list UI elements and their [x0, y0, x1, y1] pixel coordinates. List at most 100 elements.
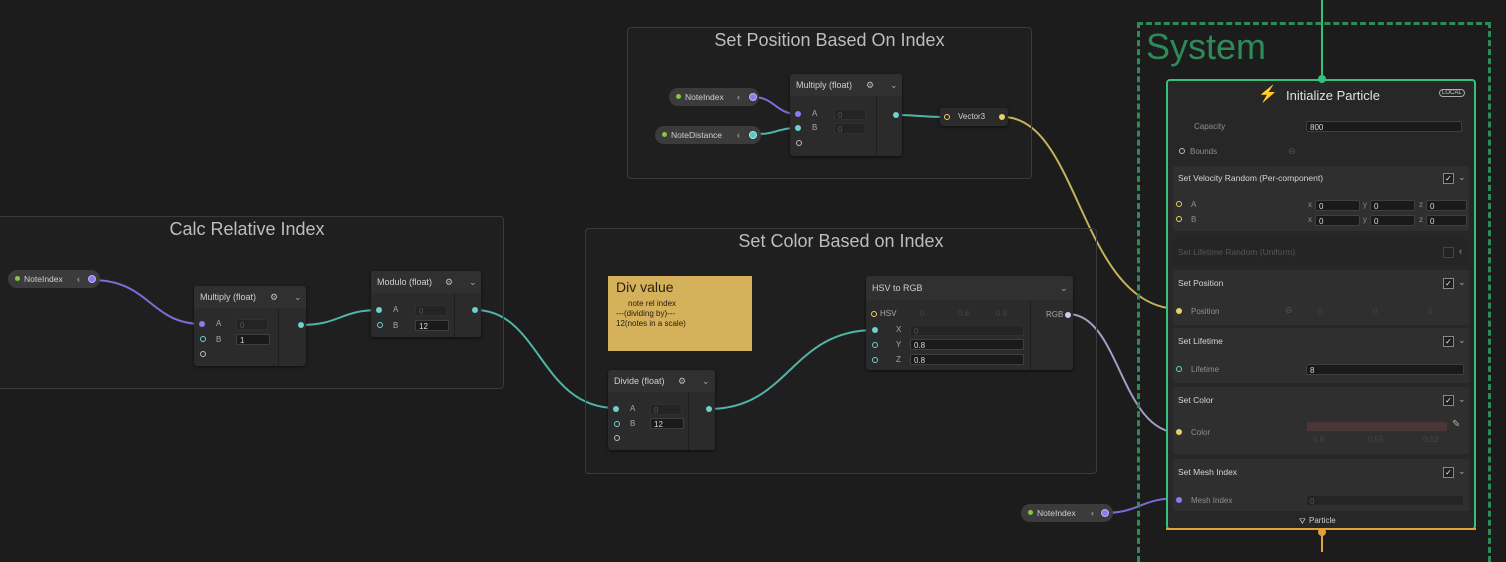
input-a-field[interactable]: 0: [834, 109, 866, 120]
chevron-down-icon[interactable]: ⌄: [1060, 283, 1068, 293]
output-port[interactable]: [706, 406, 712, 412]
block-set-mesh-index[interactable]: Set Mesh Index ✓ ⌄ Mesh Index 0: [1173, 459, 1469, 511]
multiply-node[interactable]: Multiply (float) ⚙ ⌄ A 0 B 1: [194, 286, 306, 366]
modulo-node[interactable]: Modulo (float) ⚙ ⌄ A 0 B 12: [371, 271, 481, 337]
multiply-node[interactable]: Multiply (float) ⚙ ⌄ A 0 B 0: [790, 74, 902, 156]
chevron-down-icon[interactable]: ⌄: [1458, 335, 1466, 345]
flow-output-port[interactable]: [1318, 528, 1326, 536]
input-port-a[interactable]: [613, 406, 619, 412]
input-port-b[interactable]: [614, 421, 620, 427]
node-header[interactable]: Multiply (float) ⚙ ⌄: [194, 286, 306, 308]
input-z-field[interactable]: 0.8: [910, 354, 1024, 365]
check-icon[interactable]: ✓: [1443, 278, 1454, 289]
check-icon[interactable]: ✓: [1443, 395, 1454, 406]
flow-input-port[interactable]: [1318, 75, 1326, 83]
b-y-field[interactable]: 0: [1370, 215, 1415, 226]
hsv-to-rgb-node[interactable]: HSV to RGB ⌄ HSV 0 0.8 0.8 X 0 Y 0.8 Z 0…: [866, 276, 1073, 370]
block-set-lifetime-random[interactable]: Set Lifetime Random (Uniform) ‹: [1173, 238, 1469, 266]
gear-icon[interactable]: ⚙: [866, 80, 875, 90]
chevron-down-icon[interactable]: ⌄: [1458, 394, 1466, 404]
node-header[interactable]: Divide (float) ⚙ ⌄: [608, 370, 715, 392]
a-z-field[interactable]: 0: [1426, 200, 1467, 211]
chevron-down-icon[interactable]: ⌄: [1458, 172, 1466, 182]
lifetime-field[interactable]: 8: [1306, 364, 1464, 375]
chevron-down-icon[interactable]: ⌄: [1458, 277, 1466, 287]
input-port-lifetime[interactable]: [1176, 366, 1182, 372]
chevron-down-icon[interactable]: ⌄: [294, 292, 302, 302]
property-note-distance[interactable]: NoteDistance ‹: [655, 126, 761, 144]
capacity-field[interactable]: 800: [1306, 121, 1462, 132]
node-header[interactable]: HSV to RGB ⌄: [866, 276, 1073, 300]
chevron-down-icon[interactable]: ⌄: [1458, 466, 1466, 476]
chevron-left-icon[interactable]: ‹: [1459, 246, 1462, 256]
add-port[interactable]: [796, 140, 802, 146]
group-set-position[interactable]: Set Position Based On Index: [627, 27, 1032, 179]
node-header[interactable]: Modulo (float) ⚙ ⌄: [371, 271, 481, 293]
property-note-index[interactable]: NoteIndex ‹: [669, 88, 759, 106]
output-port[interactable]: [88, 275, 96, 283]
input-port-b[interactable]: [795, 125, 801, 131]
input-port-hsv[interactable]: [871, 311, 877, 317]
block-set-color[interactable]: Set Color ✓ ⌄ Color ✎ 0.8 0.55 0.52: [1173, 387, 1469, 454]
input-port-color[interactable]: [1176, 429, 1182, 435]
gear-icon[interactable]: ⚙: [445, 277, 454, 287]
space-toggle-icon[interactable]: ⊖: [1288, 146, 1296, 156]
input-port-mesh-index[interactable]: [1176, 497, 1182, 503]
output-port[interactable]: [1101, 509, 1109, 517]
chevron-down-icon[interactable]: ⌄: [890, 80, 898, 90]
gear-icon[interactable]: ⚙: [270, 292, 279, 302]
mesh-index-field[interactable]: 0: [1306, 495, 1464, 506]
node-header[interactable]: Multiply (float) ⚙ ⌄: [790, 74, 902, 96]
b-z-field[interactable]: 0: [1426, 215, 1467, 226]
a-y-field[interactable]: 0: [1370, 200, 1415, 211]
color-swatch[interactable]: [1306, 421, 1448, 432]
vector3-node[interactable]: Vector3: [940, 108, 1008, 126]
input-port-b[interactable]: [377, 322, 383, 328]
b-x-field[interactable]: 0: [1315, 215, 1360, 226]
block-set-velocity-random[interactable]: Set Velocity Random (Per-component) ✓ ⌄ …: [1173, 166, 1469, 231]
output-port[interactable]: [893, 112, 899, 118]
input-b-field[interactable]: 12: [415, 320, 449, 331]
property-note-index[interactable]: NoteIndex ‹: [1021, 504, 1113, 522]
check-icon[interactable]: ✓: [1443, 467, 1454, 478]
input-port-a[interactable]: [376, 307, 382, 313]
input-port-a[interactable]: [795, 111, 801, 117]
input-b-field[interactable]: 0: [834, 123, 866, 134]
input-port-z[interactable]: [872, 357, 878, 363]
divide-node[interactable]: Divide (float) ⚙ ⌄ A 0 B 12: [608, 370, 715, 450]
input-port-position[interactable]: [1176, 308, 1182, 314]
input-a-field[interactable]: 0: [415, 305, 447, 316]
input-port-y[interactable]: [872, 342, 878, 348]
group-calc-relative-index[interactable]: Calc Relative Index: [0, 216, 504, 389]
input-port[interactable]: [944, 114, 950, 120]
gear-icon[interactable]: ⚙: [678, 376, 687, 386]
group-set-color[interactable]: Set Color Based on Index: [585, 228, 1097, 474]
output-port[interactable]: [1065, 312, 1071, 318]
chevron-down-icon[interactable]: ⌄: [702, 376, 710, 386]
sticky-note[interactable]: Div value note rel index ---(dividing by…: [608, 276, 752, 351]
input-x-field[interactable]: 0: [910, 325, 1024, 336]
input-port-b[interactable]: [200, 336, 206, 342]
input-port-a[interactable]: [1176, 201, 1182, 207]
local-badge[interactable]: LOCAL: [1439, 89, 1465, 97]
initialize-particle-context[interactable]: ⚡ Initialize Particle LOCAL Capacity 800…: [1166, 79, 1476, 530]
add-port[interactable]: [614, 435, 620, 441]
check-icon[interactable]: [1443, 247, 1454, 258]
input-port-b[interactable]: [1176, 216, 1182, 222]
bounds-port[interactable]: [1179, 148, 1185, 154]
output-port[interactable]: [472, 307, 478, 313]
block-set-lifetime[interactable]: Set Lifetime ✓ ⌄ Lifetime 8: [1173, 328, 1469, 383]
input-y-field[interactable]: 0.8: [910, 339, 1024, 350]
eyedropper-icon[interactable]: ✎: [1452, 419, 1461, 430]
check-icon[interactable]: ✓: [1443, 336, 1454, 347]
input-port-a[interactable]: [199, 321, 205, 327]
output-port[interactable]: [999, 114, 1005, 120]
output-port[interactable]: [749, 131, 757, 139]
output-port[interactable]: [298, 322, 304, 328]
input-b-field[interactable]: 1: [236, 334, 270, 345]
check-icon[interactable]: ✓: [1443, 173, 1454, 184]
add-port[interactable]: [200, 351, 206, 357]
a-x-field[interactable]: 0: [1315, 200, 1360, 211]
chevron-down-icon[interactable]: ⌄: [469, 277, 477, 287]
property-note-index[interactable]: NoteIndex ‹: [8, 270, 100, 288]
